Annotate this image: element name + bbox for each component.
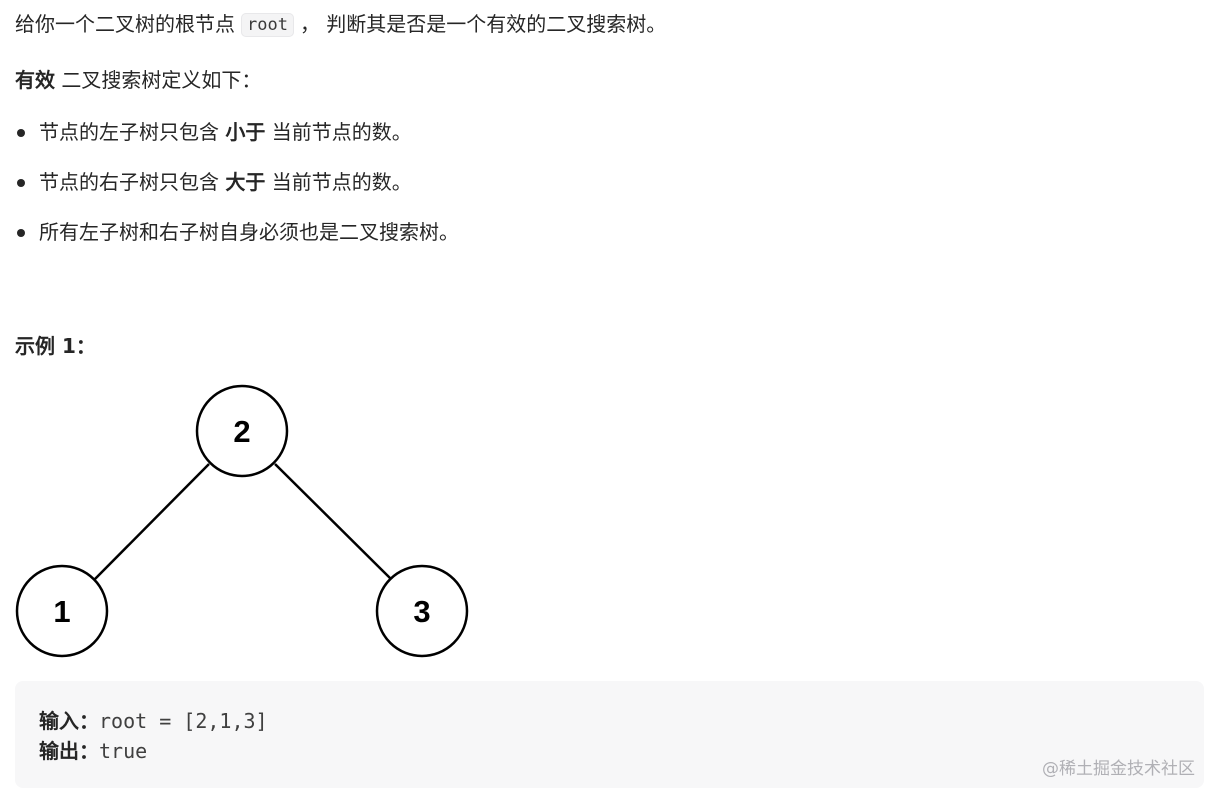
- example-output: 输出：true: [39, 737, 147, 765]
- tree-node-left: 1: [15, 564, 109, 658]
- rules-list: 节点的左子树只包含 小于 当前节点的数。 节点的右子树只包含 大于 当前节点的数…: [15, 118, 459, 268]
- example-input: 输入：root = [2,1,3]: [39, 707, 268, 735]
- example-title: 示例 1：: [15, 334, 96, 358]
- definition-bold: 有效: [15, 68, 55, 92]
- bullet-icon: [17, 229, 25, 237]
- binary-tree-diagram: 2 1 3: [15, 384, 469, 658]
- input-value: root = [2,1,3]: [99, 709, 268, 733]
- definition-text: 二叉搜索树定义如下：: [55, 68, 262, 92]
- definition-heading: 有效 二叉搜索树定义如下：: [15, 66, 261, 94]
- list-item: 所有左子树和右子树自身必须也是二叉搜索树。: [15, 218, 459, 268]
- tree-edge-left: [94, 463, 210, 580]
- example-code-block: 输入：root = [2,1,3] 输出：true: [15, 681, 1204, 788]
- list-item: 节点的左子树只包含 小于 当前节点的数。: [15, 118, 459, 168]
- intro-text: 给你一个二叉树的根节点: [15, 12, 235, 36]
- input-label: 输入：: [39, 709, 99, 733]
- list-item: 节点的右子树只包含 大于 当前节点的数。: [15, 168, 459, 218]
- tree-node-left-label: 1: [53, 594, 70, 629]
- output-label: 输出：: [39, 739, 99, 763]
- watermark: @稀土掘金技术社区: [1042, 759, 1195, 779]
- tree-node-root: 2: [195, 384, 289, 478]
- inline-code-root: root: [241, 13, 294, 37]
- bullet-icon: [17, 179, 25, 187]
- bullet-icon: [17, 129, 25, 137]
- tree-node-right-label: 3: [413, 594, 430, 629]
- tree-node-root-label: 2: [233, 414, 250, 449]
- output-value: true: [99, 739, 148, 763]
- tree-edge-right: [274, 463, 392, 580]
- tree-node-right: 3: [375, 564, 469, 658]
- intro-text-rest: ， 判断其是否是一个有效的二叉搜索树。: [299, 12, 667, 36]
